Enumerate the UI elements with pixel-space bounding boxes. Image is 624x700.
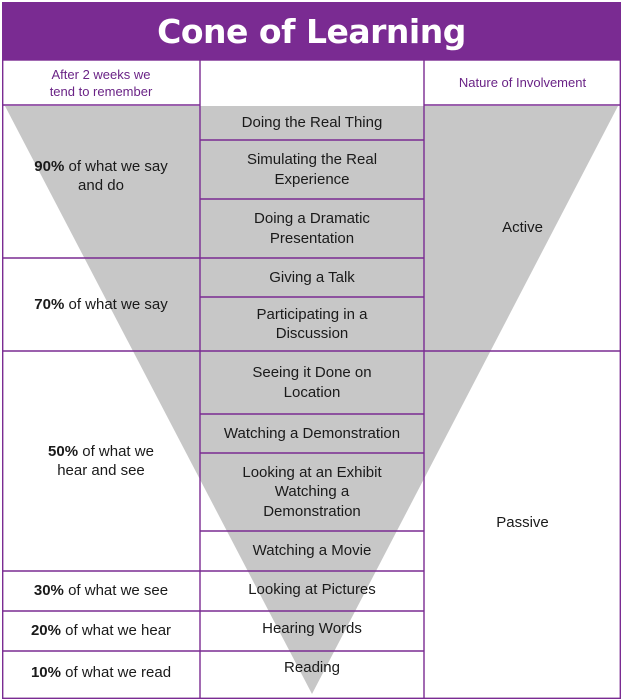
retention-text: of what we read xyxy=(65,664,172,682)
retention-percent: 50% xyxy=(48,442,79,460)
retention-90: 90% of what we say and do xyxy=(2,146,200,206)
retention-text: of what we hear and see xyxy=(57,442,154,480)
retention-30: 30% of what we see xyxy=(2,571,200,611)
activity-item: Participating in a Discussion xyxy=(256,305,368,343)
activity-item: Watching a Movie xyxy=(252,542,372,560)
activity-item: Watching a Demonstration xyxy=(223,424,401,442)
retention-percent: 30% xyxy=(33,582,64,600)
retention-70: 70% of what we say xyxy=(2,258,200,351)
retention-text: of what we say xyxy=(68,295,168,313)
header-involvement: Nature of Involvement xyxy=(458,75,587,90)
activity-item: Reading xyxy=(284,659,340,676)
activity-item: Simulating the Real Experience xyxy=(246,151,378,188)
cone-shape xyxy=(5,106,618,694)
retention-text: of what we see xyxy=(68,582,169,600)
activity-item: Doing the Real Thing xyxy=(241,113,383,131)
retention-percent: 10% xyxy=(30,664,61,682)
involvement-passive: Passive xyxy=(496,514,549,532)
activity-item: Seeing it Done on Location xyxy=(252,364,372,401)
header-remember: After 2 weeks we tend to remember xyxy=(49,67,153,99)
title-bar: Cone of Learning xyxy=(2,2,621,60)
activity-item: Doing a Dramatic Presentation xyxy=(254,210,370,247)
retention-text: of what we say and do xyxy=(68,157,168,195)
activity-item: Giving a Talk xyxy=(269,268,355,286)
diagram-title: Cone of Learning xyxy=(157,11,466,51)
retention-20: 20% of what we hear xyxy=(2,611,200,651)
retention-percent: 70% xyxy=(34,295,65,313)
retention-percent: 90% xyxy=(34,157,65,175)
retention-50: 50% of what we hear and see xyxy=(2,351,200,571)
activity-item: Hearing Words xyxy=(262,620,362,637)
activity-item: Looking at an Exhibit Watching a Demonst… xyxy=(242,463,382,520)
involvement-active: Active xyxy=(502,219,543,237)
retention-10: 10% of what we read xyxy=(2,651,200,695)
grid-lines xyxy=(2,59,621,699)
retention-text: of what we hear xyxy=(65,622,172,640)
activity-item: Looking at Pictures xyxy=(248,581,376,598)
retention-percent: 20% xyxy=(30,622,61,640)
